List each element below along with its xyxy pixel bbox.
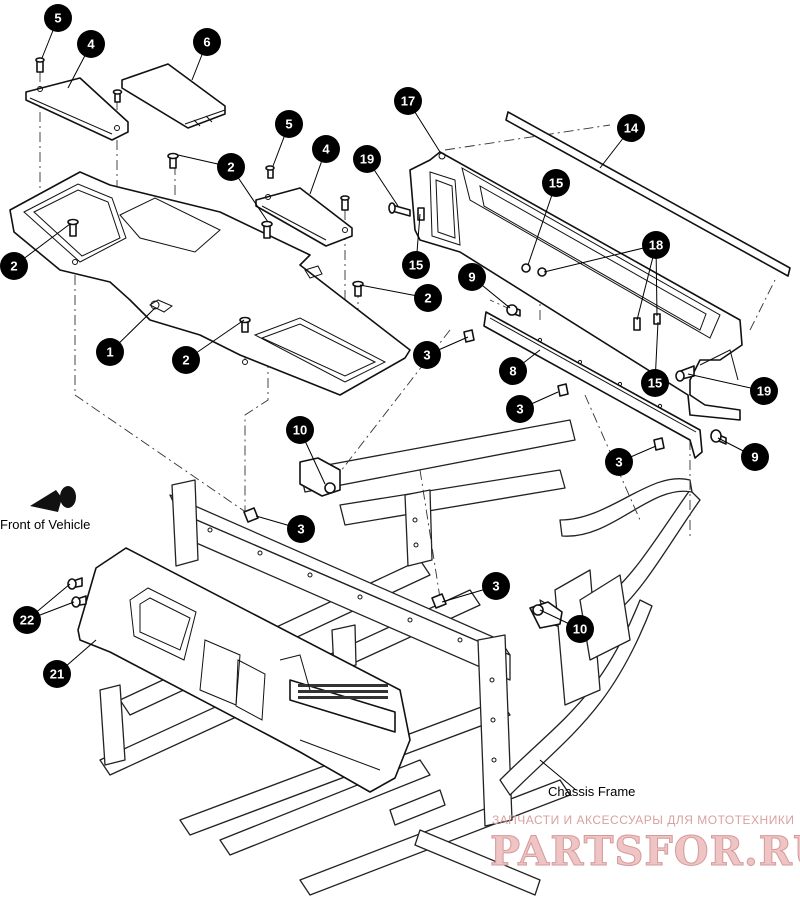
- callout-2-a: 2: [217, 153, 245, 181]
- callout-19-a: 19: [353, 145, 381, 173]
- chassis-frame-label: Chassis Frame: [548, 784, 635, 799]
- front-of-vehicle-label: Front of Vehicle: [0, 517, 90, 532]
- callout-5-left: 5: [44, 4, 72, 32]
- watermark-top-line: ЗАПЧАСТИ И АКСЕССУАРЫ ДЛЯ МОТОТЕХНИКИ: [492, 813, 794, 827]
- watermark-logo: PARTSFOR.RU: [490, 828, 800, 875]
- callout-number: 5: [54, 11, 61, 26]
- fastener-5-left: [35, 57, 45, 73]
- callout-22: 22: [13, 606, 41, 634]
- floor-panel-1: [9, 171, 411, 396]
- callout-3-c: 3: [605, 448, 633, 476]
- callout-number: 6: [203, 35, 210, 50]
- watermark: ЗАПЧАСТИ И АКСЕССУАРЫ ДЛЯ МОТОТЕХНИКИ PA…: [490, 813, 800, 876]
- callout-9-a: 9: [458, 263, 486, 291]
- callout-5-mid: 5: [275, 110, 303, 138]
- callout-number: 10: [573, 622, 587, 637]
- callout-3-a: 3: [413, 341, 441, 369]
- callout-15-b: 15: [402, 251, 430, 279]
- cover-panel-4-middle: [255, 187, 353, 247]
- callout-number: 3: [492, 579, 499, 594]
- screw-2-top: [112, 89, 123, 103]
- callout-4-mid: 4: [312, 135, 340, 163]
- callout-2-c: 2: [414, 284, 442, 312]
- rear-panel-17: [409, 151, 743, 421]
- callout-number: 22: [20, 613, 34, 628]
- callout-3-e: 3: [482, 572, 510, 600]
- callout-number: 9: [468, 270, 475, 285]
- callout-number: 19: [360, 152, 374, 167]
- callout-1: 1: [96, 338, 124, 366]
- bracket-8: [483, 311, 703, 459]
- callout-number: 15: [409, 258, 423, 273]
- screws-22: [67, 577, 87, 608]
- callout-number: 3: [423, 348, 430, 363]
- callout-number: 21: [50, 667, 64, 682]
- callout-number: 17: [401, 94, 415, 109]
- callout-10-b: 10: [566, 615, 594, 643]
- callout-15-c: 15: [641, 369, 669, 397]
- callout-number: 2: [182, 353, 189, 368]
- callout-number: 3: [615, 455, 622, 470]
- mounts-10: [299, 457, 563, 629]
- callout-21: 21: [43, 660, 71, 688]
- front-arrow-icon: [30, 486, 76, 512]
- callout-number: 15: [648, 376, 662, 391]
- screws-2: [67, 152, 364, 333]
- callout-number: 5: [285, 117, 292, 132]
- callout-number: 4: [322, 142, 330, 157]
- callout-3-b: 3: [506, 395, 534, 423]
- callout-14: 14: [617, 114, 645, 142]
- panel-21: [77, 547, 411, 793]
- callout-number: 18: [649, 238, 663, 253]
- callout-number: 2: [424, 291, 431, 306]
- callout-number: 15: [549, 176, 563, 191]
- callout-number: 1: [106, 345, 113, 360]
- trim-strip-14: [505, 111, 791, 277]
- callout-number: 4: [87, 37, 95, 52]
- callout-8: 8: [499, 357, 527, 385]
- callout-6: 6: [193, 28, 221, 56]
- callout-number: 19: [757, 384, 771, 399]
- cover-panel-6: [121, 63, 226, 129]
- callout-number: 9: [751, 450, 758, 465]
- callout-2-b: 2: [0, 252, 28, 280]
- cover-panel-4-left: [25, 77, 129, 141]
- callout-number: 3: [516, 402, 523, 417]
- callout-3-d: 3: [287, 515, 315, 543]
- callout-9-b: 9: [741, 443, 769, 471]
- callout-19-b: 19: [750, 377, 778, 405]
- callout-number: 2: [10, 259, 17, 274]
- callout-number: 8: [509, 364, 516, 379]
- callout-17: 17: [394, 87, 422, 115]
- callout-number: 3: [297, 522, 304, 537]
- callout-number: 2: [227, 160, 234, 175]
- callout-number: 10: [293, 423, 307, 438]
- callout-number: 14: [624, 121, 639, 136]
- callout-4-left: 4: [77, 30, 105, 58]
- bolts-9: [506, 304, 727, 445]
- callout-18: 18: [642, 231, 670, 259]
- callout-10-a: 10: [286, 416, 314, 444]
- callout-15-a: 15: [542, 169, 570, 197]
- callout-2-d: 2: [172, 346, 200, 374]
